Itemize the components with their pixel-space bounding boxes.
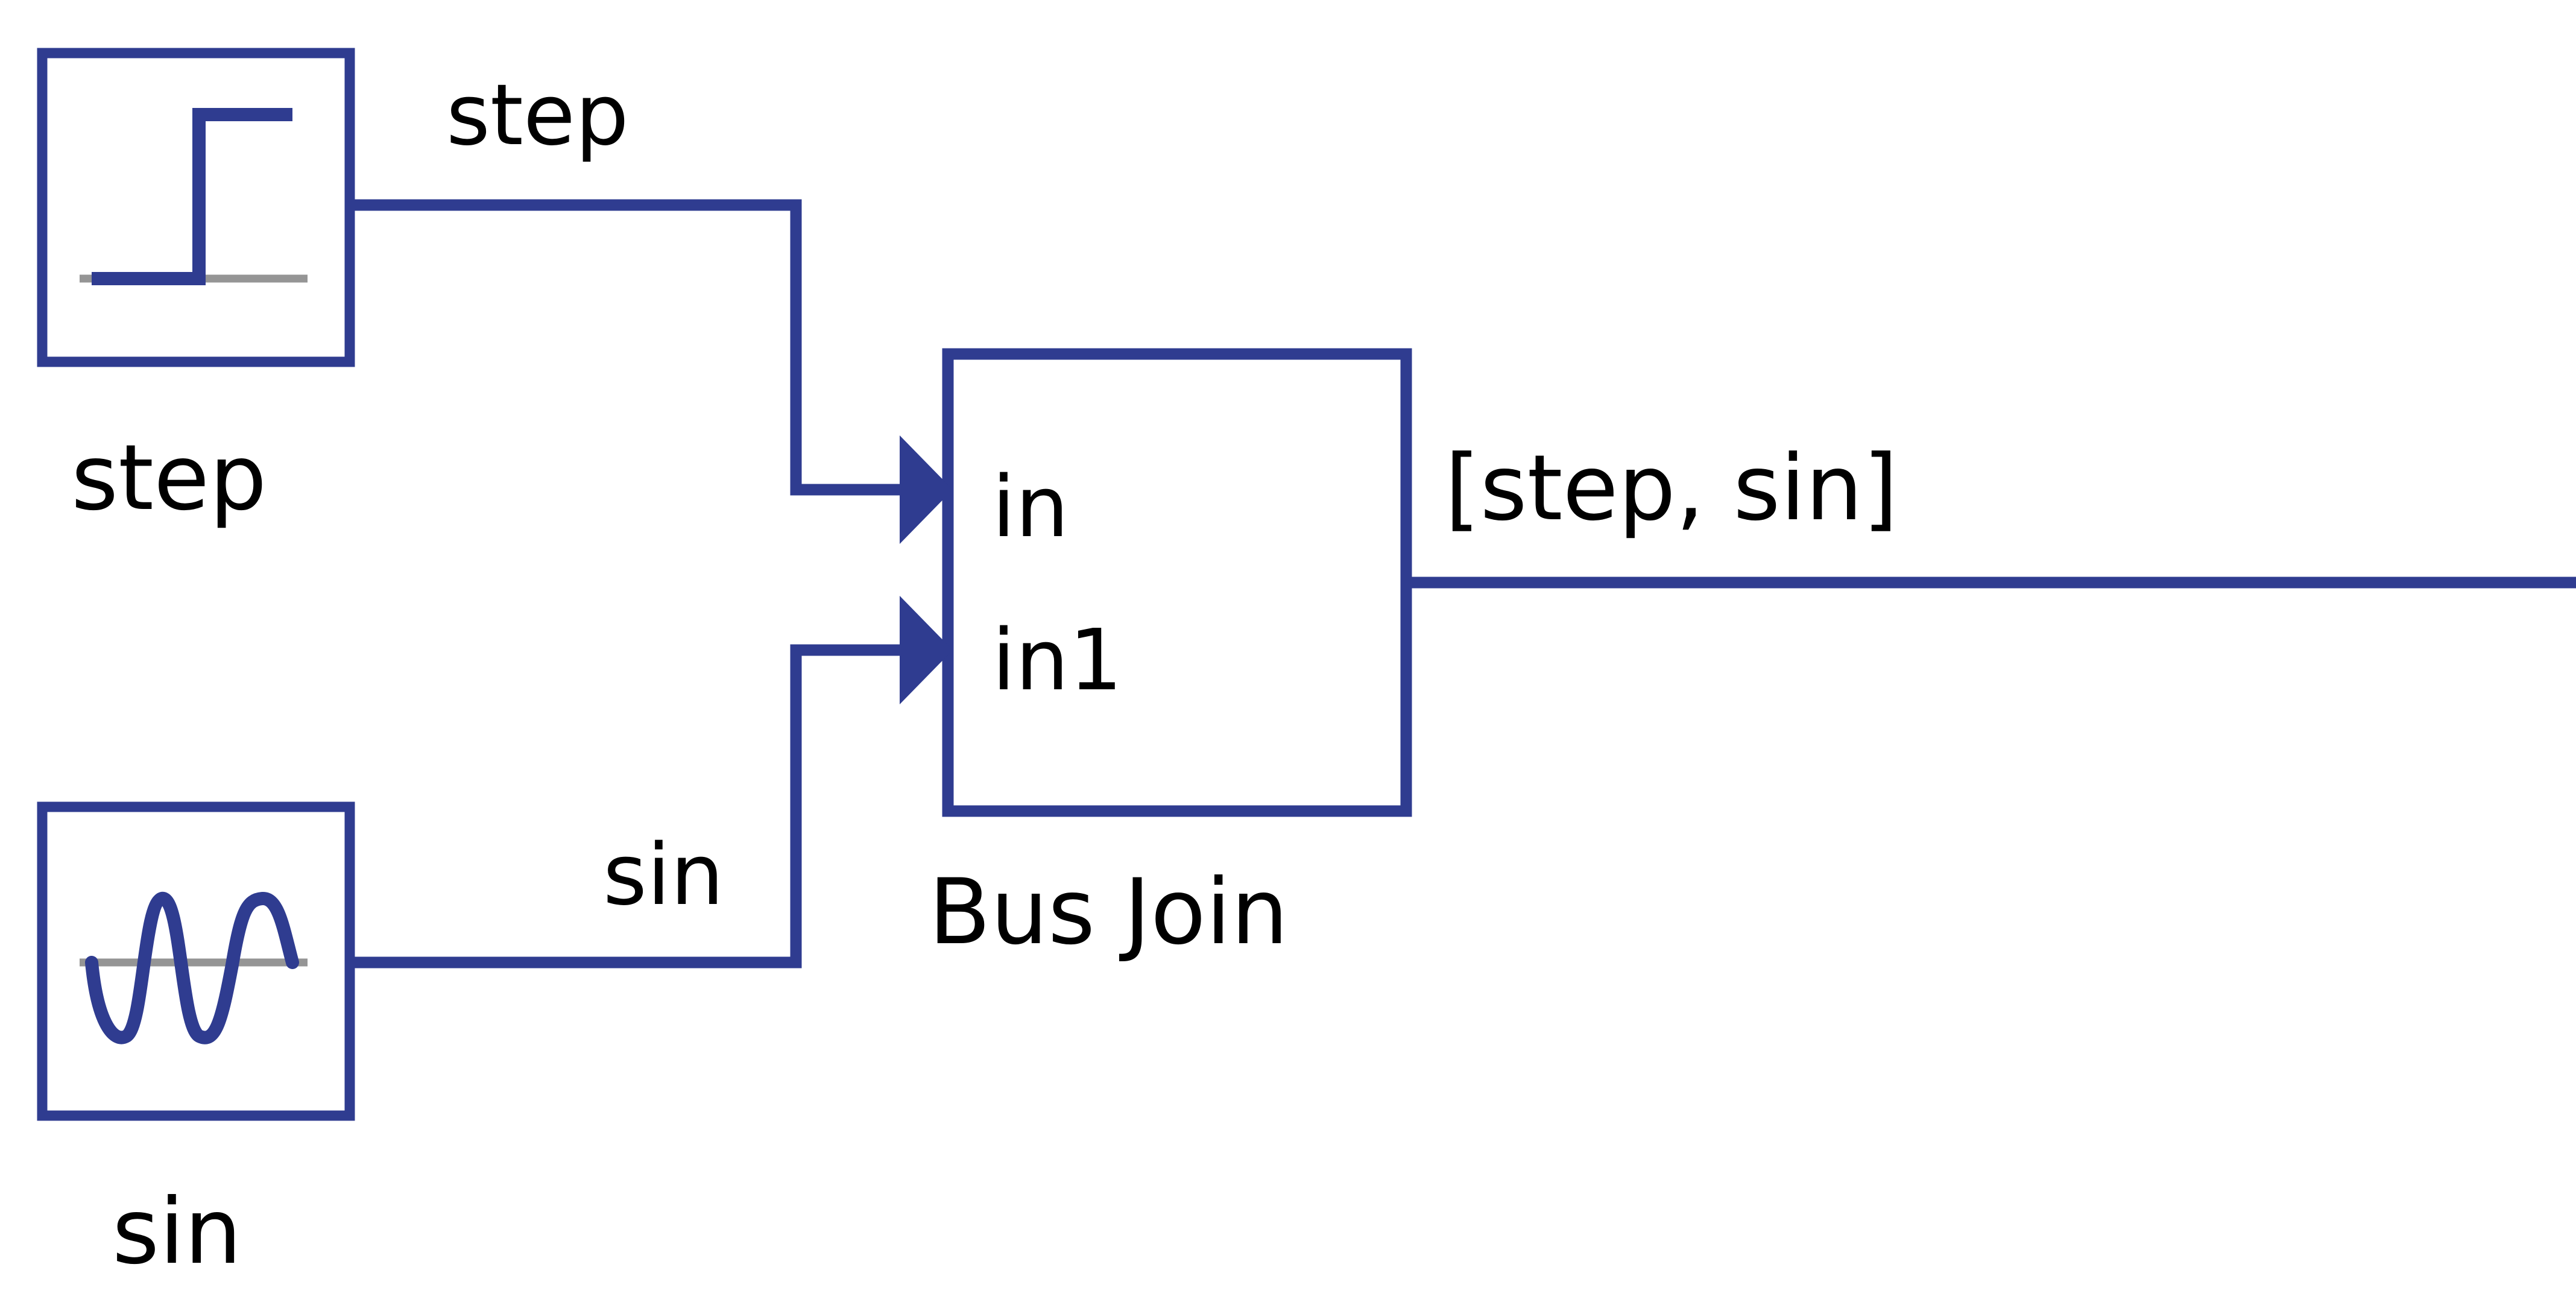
step-block-label: step bbox=[71, 426, 267, 531]
bus-output-signal-label: [step, sin] bbox=[1445, 436, 1898, 541]
sin-signal-wire[interactable] bbox=[350, 596, 953, 968]
sin-signal-path[interactable] bbox=[350, 644, 904, 968]
sin-source-block[interactable] bbox=[37, 801, 355, 1121]
sin-signal-label: sin bbox=[603, 826, 724, 924]
step-waveform-icon bbox=[92, 108, 292, 285]
bus-join-port-in1-label: in1 bbox=[992, 611, 1123, 710]
sin-signal-arrowhead-icon bbox=[900, 596, 953, 704]
step-signal-arrowhead-icon bbox=[900, 435, 953, 544]
sine-waveform-icon bbox=[85, 892, 299, 1044]
bus-join-port-in-label: in bbox=[992, 458, 1069, 557]
bus-join-block-outline[interactable] bbox=[942, 348, 1412, 817]
step-source-block[interactable] bbox=[37, 48, 355, 367]
bus-join-block-label: Bus Join bbox=[929, 860, 1289, 965]
bus-join-block[interactable] bbox=[942, 348, 1412, 817]
sin-block-label: sin bbox=[112, 1180, 242, 1284]
step-signal-wire[interactable] bbox=[350, 199, 953, 544]
step-signal-path[interactable] bbox=[350, 199, 904, 496]
step-signal-label: step bbox=[446, 66, 629, 165]
